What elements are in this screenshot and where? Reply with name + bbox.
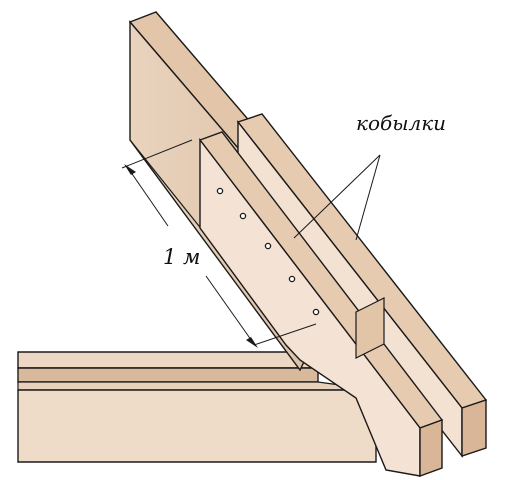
kobylka-front [198, 131, 444, 477]
nail-5 [312, 308, 320, 316]
extension-line-bottom [253, 323, 317, 346]
dimension-line-lower [205, 275, 255, 345]
nail-1 [216, 187, 224, 195]
leader-line-rear [355, 154, 381, 241]
kobylka-front-step [355, 297, 385, 359]
kobylki-label: кобылки [356, 111, 446, 135]
dimension-1m: 1 м [121, 139, 317, 348]
wall-top-face [17, 381, 377, 391]
kobylka-rear-end [461, 399, 487, 457]
nail-3 [264, 242, 272, 250]
wall-plate-front [17, 367, 319, 383]
arrowhead-bottom [246, 337, 258, 348]
kobylka-front-end [419, 419, 443, 477]
arrowhead-top [124, 164, 136, 175]
wall-front-face [17, 389, 377, 463]
leader-line-front [293, 154, 381, 239]
dimension-line-upper [127, 167, 169, 227]
nail-2 [239, 212, 247, 220]
dimension-label: 1 м [163, 245, 200, 269]
callout-kobylki: кобылки [293, 111, 446, 241]
nails [216, 187, 320, 316]
wall-plate [17, 351, 377, 463]
wall-plate-top [17, 351, 320, 369]
extension-line-top [121, 139, 193, 169]
nail-4 [288, 275, 296, 283]
